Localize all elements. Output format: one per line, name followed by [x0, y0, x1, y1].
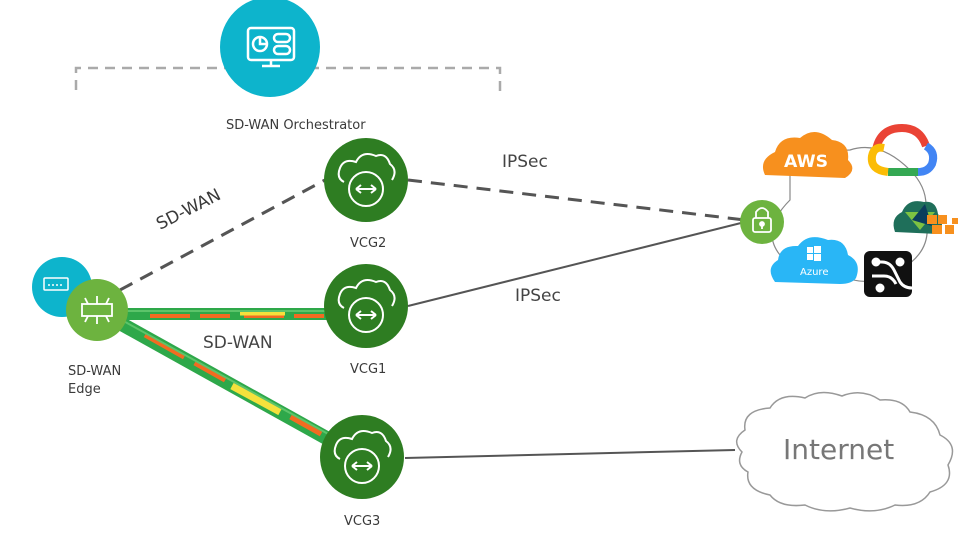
cloud-gateway-icon	[337, 279, 396, 333]
aws-cloud-icon[interactable]: AWS	[762, 131, 853, 178]
vcg2-cloud-link-label: IPSec	[502, 152, 548, 172]
orchestrator-node[interactable]	[220, 0, 320, 97]
aws-label: AWS	[784, 152, 828, 172]
edge-vcg1-sdwan-path	[120, 308, 330, 320]
edge-label-line1: SD-WAN	[68, 364, 121, 379]
vcg1-cloud-link-label: IPSec	[515, 286, 561, 306]
padlock-icon	[752, 207, 772, 233]
azure-label: Azure	[800, 267, 828, 278]
cloud-gateway-icon	[333, 430, 392, 484]
edge-vcg3-sdwan-path	[114, 315, 334, 447]
vmware-cloud-icon[interactable]	[893, 201, 958, 234]
azure-cloud-icon[interactable]: Azure	[770, 237, 858, 284]
vcg1-node[interactable]	[324, 264, 408, 348]
vcg3-label: VCG3	[344, 514, 380, 529]
vcg3-internet-link	[404, 449, 736, 459]
windows-logo-icon	[807, 246, 821, 261]
edge-device-icon	[81, 296, 113, 324]
vcg2-label: VCG2	[350, 236, 386, 251]
orchestrator-label: SD-WAN Orchestrator	[226, 118, 366, 133]
monitor-dashboard-icon	[246, 26, 296, 68]
edge-vcg2-link-label: SD-WAN	[153, 185, 224, 234]
vcg1-cloud-link	[407, 221, 746, 307]
google-cloud-icon[interactable]	[867, 123, 938, 176]
internet-cloud[interactable]: Internet	[736, 391, 954, 512]
edge-label-line2: Edge	[68, 382, 101, 397]
vcg2-cloud-link	[407, 178, 746, 222]
ipsec-gateway-node[interactable]	[740, 200, 784, 244]
edge-node[interactable]	[32, 257, 128, 341]
internet-label: Internet	[783, 433, 894, 466]
interconnect-icon[interactable]	[864, 251, 913, 297]
edge-vcg1-link-label: SD-WAN	[203, 333, 273, 353]
cloud-gateway-icon	[337, 153, 396, 207]
edge-vcg2-link	[119, 178, 326, 292]
vcg2-node[interactable]	[324, 138, 408, 222]
vcg1-label: VCG1	[350, 362, 386, 377]
vcg3-node[interactable]	[320, 415, 404, 499]
switch-icon	[43, 277, 69, 291]
